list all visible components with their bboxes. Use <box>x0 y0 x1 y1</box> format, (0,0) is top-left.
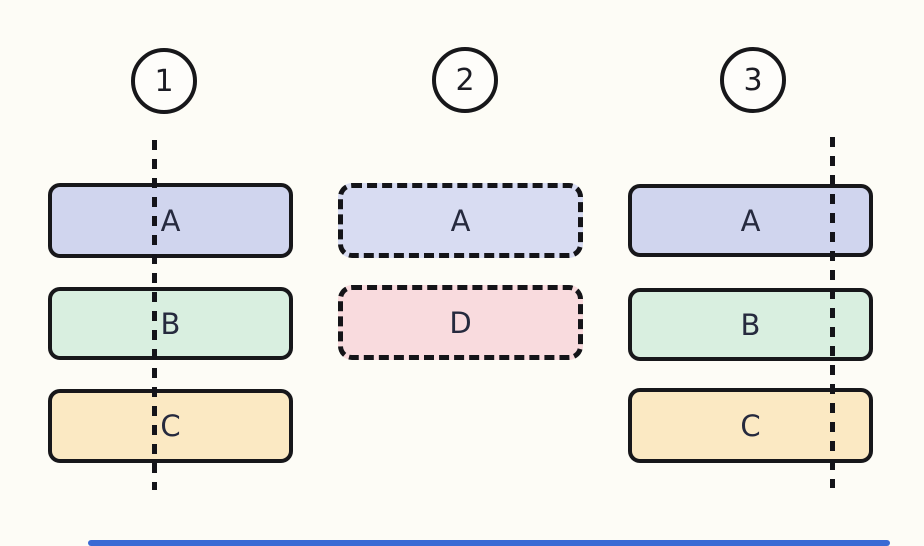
box-step3-a: A <box>628 184 873 257</box>
box-step1-c: C <box>48 389 293 463</box>
box-step3-c: C <box>628 388 873 463</box>
step-badge-2: 2 <box>432 47 498 113</box>
box-step2-a: A <box>338 183 583 258</box>
box-step1-a: A <box>48 183 293 258</box>
box-step3-b: B <box>628 288 873 361</box>
box-step1-b: B <box>48 287 293 360</box>
step-badge-1: 1 <box>131 48 197 114</box>
box-step2-d: D <box>338 285 583 360</box>
bottom-progress-bar <box>88 540 890 546</box>
cut-line-step1 <box>152 140 157 490</box>
cut-line-step3 <box>830 137 835 488</box>
step-badge-3: 3 <box>720 47 786 113</box>
